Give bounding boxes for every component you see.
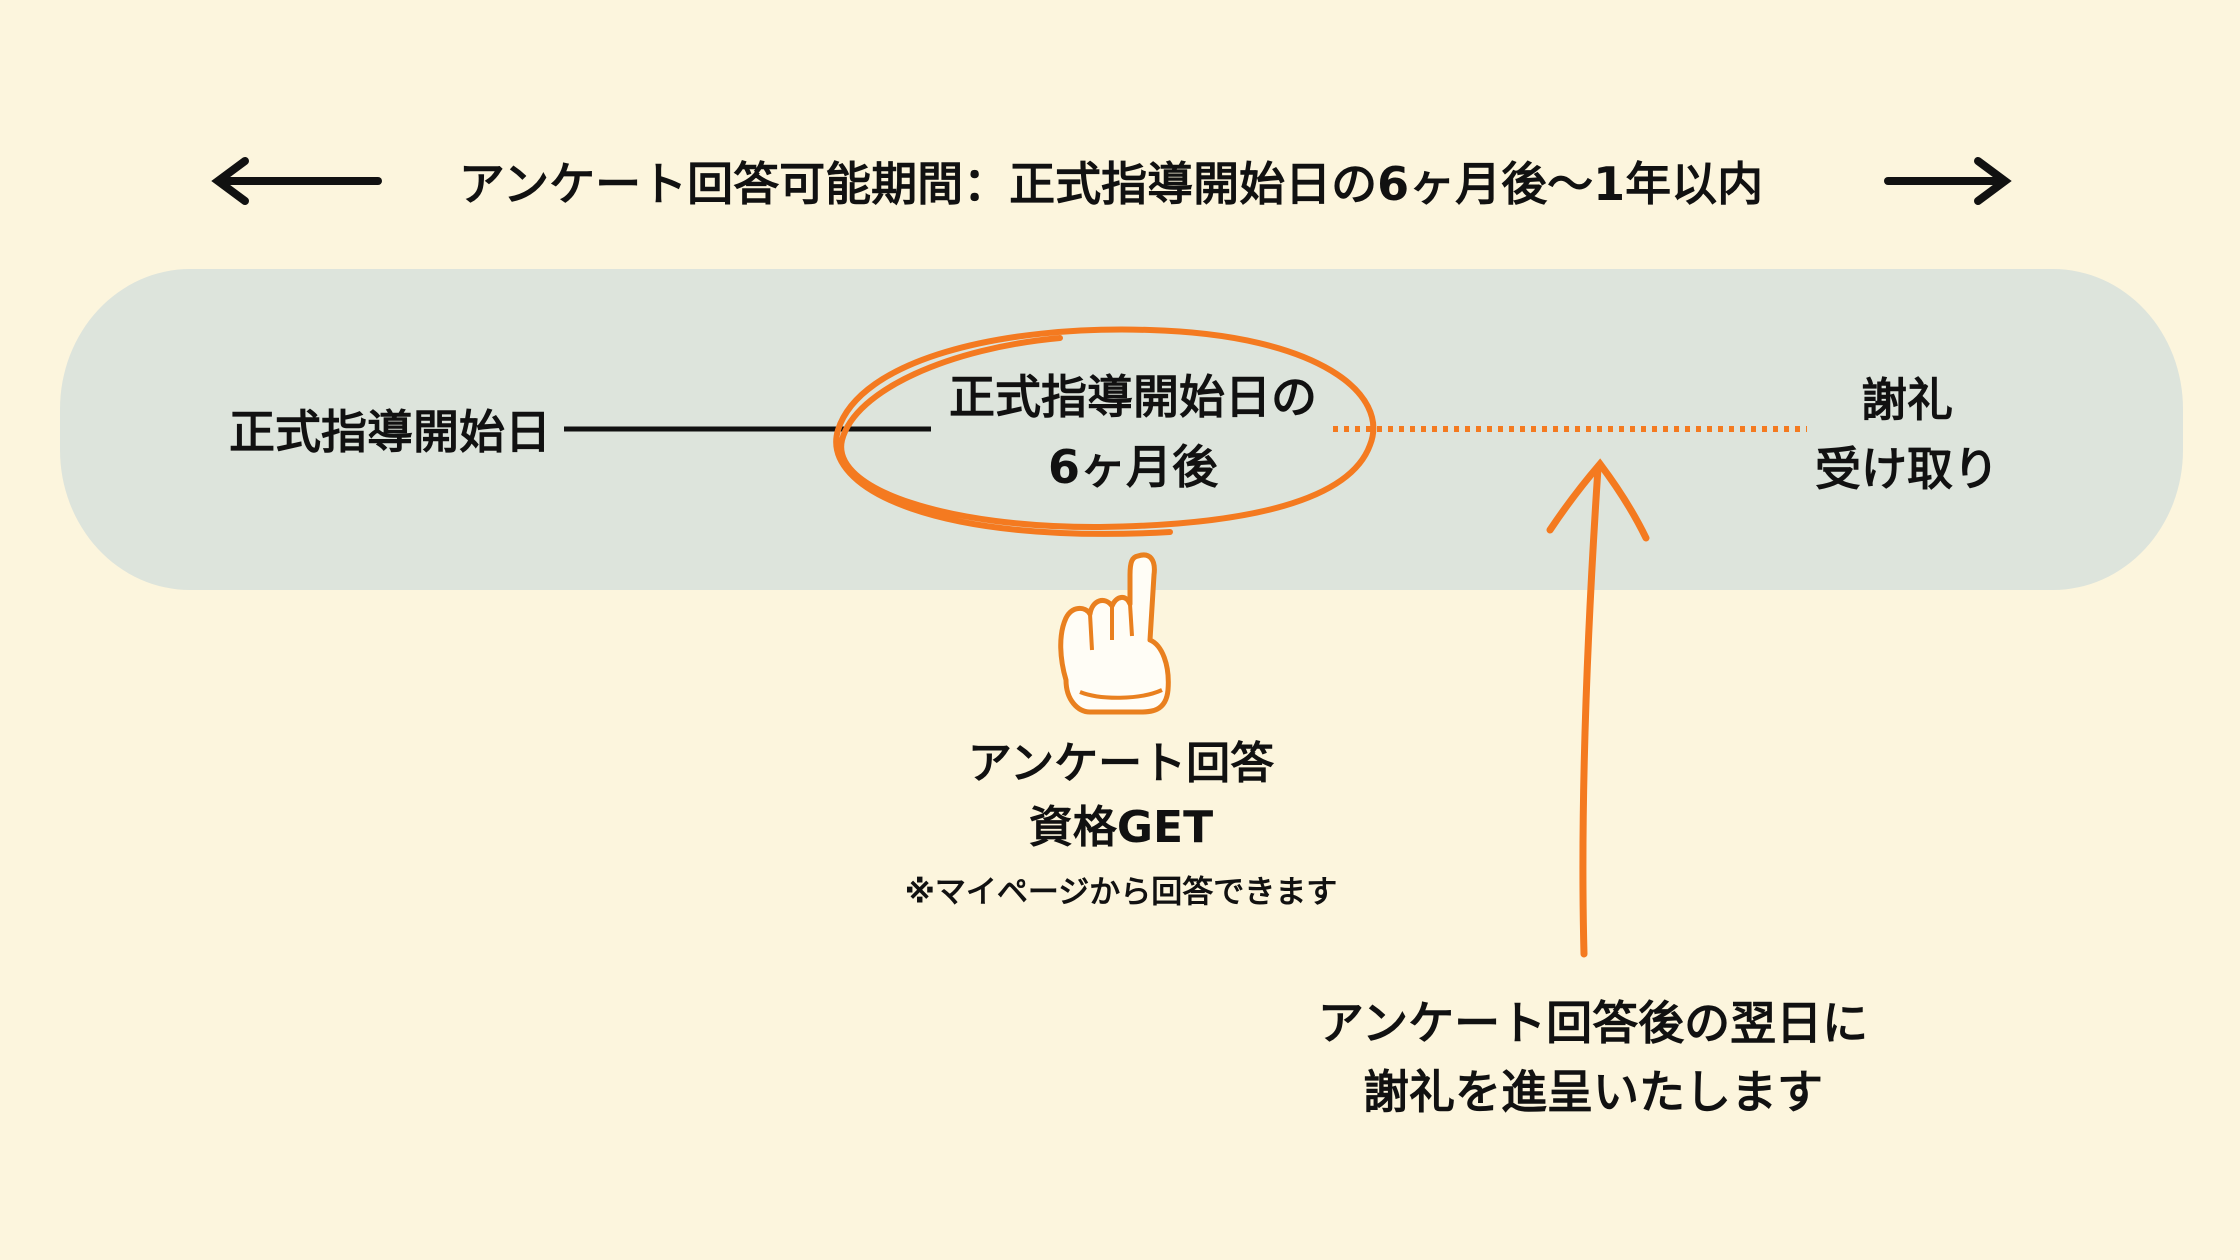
milestone-circle — [833, 326, 1377, 537]
reward-label-line2: 受け取り — [1815, 442, 1999, 496]
header-title: アンケート回答可能期間：正式指導開始日の6ヶ月後〜1年以内 — [458, 157, 1764, 211]
reward-note-line2: 謝礼を進呈いたします — [1363, 1065, 1823, 1119]
milestone-label-line1: 正式指導開始日の — [949, 370, 1317, 424]
eligibility-line2: 資格GET — [1028, 802, 1214, 853]
left-arrow-icon — [211, 157, 382, 205]
start-date-label: 正式指導開始日 — [229, 405, 551, 459]
up-arrow-icon — [1546, 458, 1650, 958]
eligibility-line1: アンケート回答 — [967, 738, 1275, 789]
reward-label-line1: 謝礼 — [1861, 373, 1953, 427]
reward-note-line1: アンケート回答後の翌日に — [1317, 996, 1869, 1050]
milestone-label-line2: 6ヶ月後 — [1047, 440, 1219, 494]
pointing-hand-icon — [1058, 552, 1171, 715]
eligibility-note: ※マイページから回答できます — [904, 874, 1338, 911]
right-arrow-icon — [1884, 157, 2012, 205]
